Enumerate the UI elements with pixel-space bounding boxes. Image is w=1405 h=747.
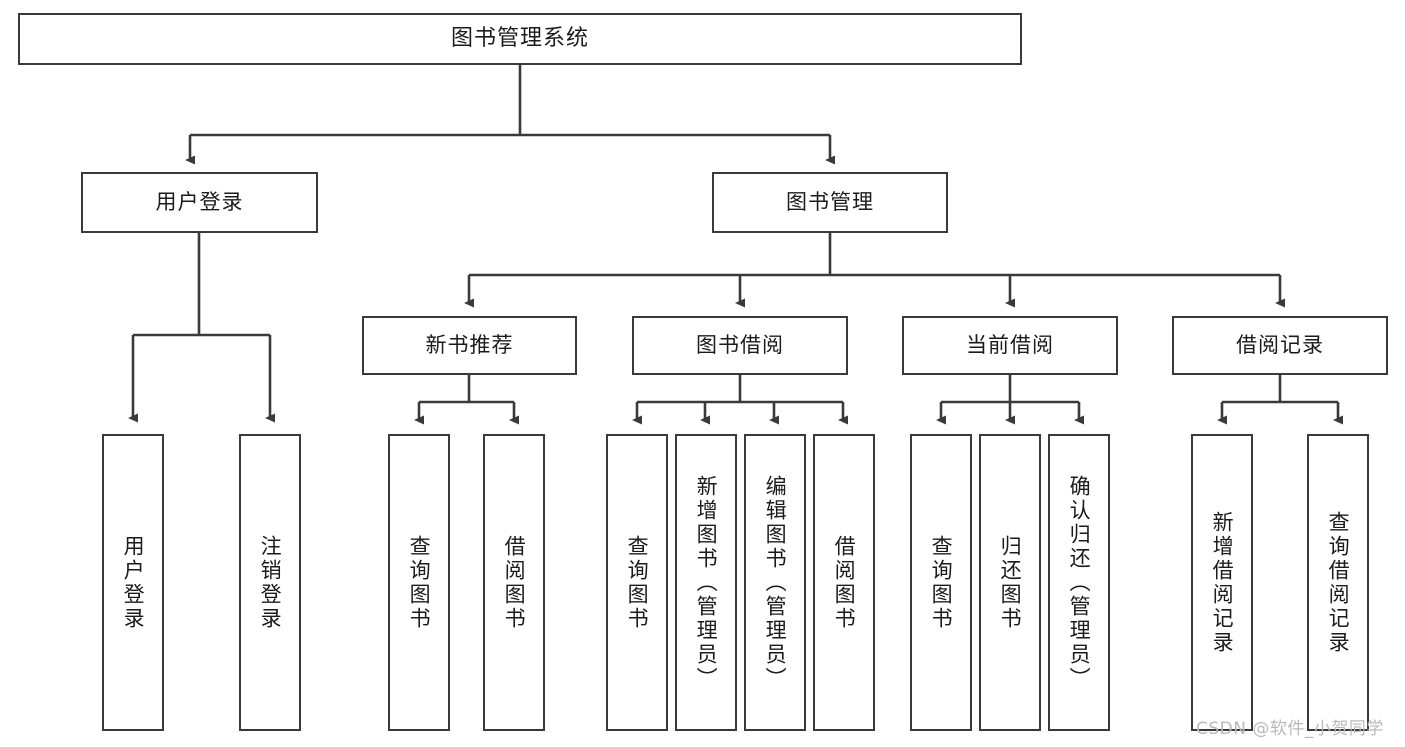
leaf-confirm-return-admin[interactable]: 确认归还（管理员） — [1048, 434, 1110, 731]
leaf-query-books-current[interactable]: 查询图书 — [910, 434, 972, 731]
leaf-edit-book-admin[interactable]: 编辑图书（管理员） — [744, 434, 806, 731]
node-label: 新增图书（管理员） — [694, 474, 719, 691]
node-label: 查询图书 — [929, 534, 954, 631]
leaf-add-borrow-record[interactable]: 新增借阅记录 — [1191, 434, 1253, 731]
leaf-user-login[interactable]: 用户登录 — [102, 434, 164, 731]
node-current-borrow[interactable]: 当前借阅 — [902, 316, 1118, 375]
node-user-login[interactable]: 用户登录 — [81, 172, 318, 233]
node-label: 图书管理 — [786, 190, 874, 215]
leaf-query-books-recommend[interactable]: 查询图书 — [388, 434, 450, 731]
node-label: 用户登录 — [121, 534, 146, 631]
node-label: 确认归还（管理员） — [1067, 474, 1092, 691]
leaf-borrow-books[interactable]: 借阅图书 — [813, 434, 875, 731]
node-label: 新增借阅记录 — [1210, 510, 1235, 655]
node-label: 归还图书 — [998, 534, 1023, 631]
node-label: 查询图书 — [407, 534, 432, 631]
leaf-query-books-borrow[interactable]: 查询图书 — [606, 434, 668, 731]
leaf-add-book-admin[interactable]: 新增图书（管理员） — [675, 434, 737, 731]
leaf-borrow-books-recommend[interactable]: 借阅图书 — [483, 434, 545, 731]
watermark-text: CSDN @软件_小贺同学 — [1196, 719, 1384, 739]
node-label: 查询图书 — [625, 534, 650, 631]
node-label: 新书推荐 — [425, 333, 514, 358]
node-label: 借阅图书 — [502, 534, 527, 631]
node-root-book-management-system[interactable]: 图书管理系统 — [18, 13, 1022, 65]
node-label: 图书借阅 — [696, 333, 784, 358]
node-new-book-recommend[interactable]: 新书推荐 — [362, 316, 577, 375]
node-label: 用户登录 — [155, 190, 244, 215]
leaf-user-logout[interactable]: 注销登录 — [239, 434, 301, 731]
node-label: 当前借阅 — [966, 333, 1054, 358]
node-borrow-record[interactable]: 借阅记录 — [1172, 316, 1388, 375]
node-book-management[interactable]: 图书管理 — [712, 172, 948, 233]
node-label: 图书管理系统 — [450, 26, 589, 52]
leaf-return-books[interactable]: 归还图书 — [979, 434, 1041, 731]
node-label: 借阅图书 — [832, 534, 857, 631]
node-book-borrow[interactable]: 图书借阅 — [632, 316, 848, 375]
node-label: 借阅记录 — [1236, 333, 1324, 358]
node-label: 编辑图书（管理员） — [763, 474, 788, 691]
leaf-query-borrow-record[interactable]: 查询借阅记录 — [1307, 434, 1369, 731]
node-label: 查询借阅记录 — [1326, 510, 1351, 655]
node-label: 注销登录 — [258, 534, 283, 631]
